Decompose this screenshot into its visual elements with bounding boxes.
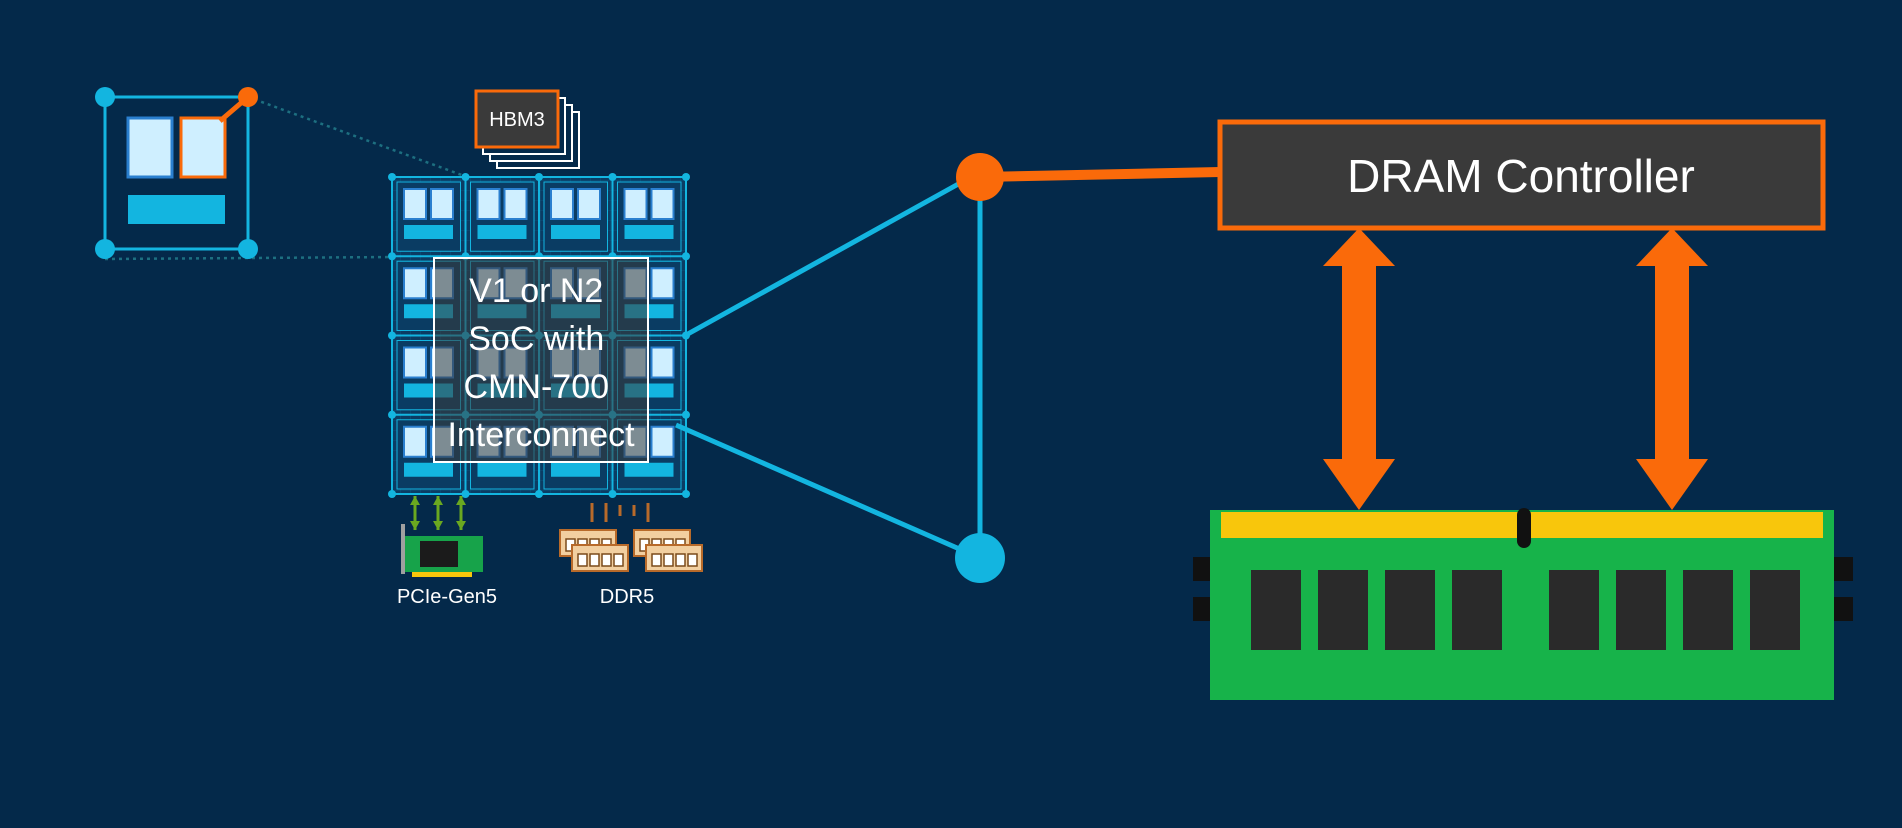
mesh-node xyxy=(608,490,617,498)
mesh-tile xyxy=(617,181,682,252)
core-block xyxy=(577,188,601,220)
mesh-node xyxy=(388,173,396,181)
cache-bar xyxy=(404,225,453,239)
dram-chip xyxy=(1750,570,1800,650)
soc-label-line-2: SoC with xyxy=(468,320,604,358)
core-block xyxy=(650,425,675,458)
hbm3-stack-icon: HBM3 xyxy=(474,89,580,169)
core-block xyxy=(503,188,528,220)
core-block xyxy=(403,188,427,220)
core-block xyxy=(650,346,675,379)
dram-chip xyxy=(1549,570,1599,650)
mesh-node xyxy=(461,490,470,498)
pcie-card-icon: PCIe-Gen5 xyxy=(397,496,497,608)
mesh-node xyxy=(388,490,396,498)
cache-bar xyxy=(624,462,674,477)
cache-bar xyxy=(624,225,674,239)
mesh-node xyxy=(682,173,690,181)
mesh-node xyxy=(461,173,470,181)
bidirectional-arrow-right xyxy=(1636,228,1708,510)
mesh-tile xyxy=(396,181,461,252)
hbm3-label: HBM3 xyxy=(489,109,545,131)
cache-bar xyxy=(404,462,453,477)
dram-chip xyxy=(1616,570,1666,650)
dram-chip xyxy=(1318,570,1368,650)
cache-bar xyxy=(551,225,600,239)
soc-mesh-block: V1 or N2 SoC with CMN-700 Interconnect xyxy=(388,173,690,498)
mesh-tile xyxy=(470,181,535,252)
mesh-node xyxy=(682,490,690,498)
mesh-node xyxy=(388,252,396,261)
link-to-controller xyxy=(979,167,1221,182)
soc-label-line-1: V1 or N2 xyxy=(469,272,603,310)
core-block xyxy=(650,188,675,220)
mesh-node xyxy=(535,490,543,498)
core-block xyxy=(476,188,501,220)
core-block xyxy=(550,188,574,220)
mesh-node xyxy=(682,252,690,261)
dram-chip xyxy=(1683,570,1733,650)
soc-label: V1 or N2 SoC with CMN-700 Interconnect xyxy=(447,272,635,454)
core-block xyxy=(403,425,427,458)
core-block xyxy=(623,188,648,220)
core-block xyxy=(650,267,675,300)
core-block xyxy=(430,188,454,220)
ddr5-module xyxy=(645,544,703,572)
core-block xyxy=(403,267,427,300)
node-top-orange xyxy=(956,153,1004,201)
soc-label-line-4: Interconnect xyxy=(447,416,635,454)
ddr5-modules-icon: DDR5 xyxy=(559,503,703,608)
mesh-node xyxy=(608,173,617,181)
zoom-line-top xyxy=(247,95,471,180)
dram-chip xyxy=(1251,570,1301,650)
core-zoom-icon xyxy=(95,87,258,259)
ddr5-module xyxy=(571,544,629,572)
dram-chip xyxy=(1385,570,1435,650)
soc-label-box xyxy=(433,257,649,463)
mesh-node xyxy=(535,173,543,181)
bidirectional-arrow-left xyxy=(1323,228,1395,510)
cache-bar xyxy=(551,462,600,477)
node-bottom-cyan xyxy=(955,533,1005,583)
dram-module-icon xyxy=(1193,508,1853,700)
soc-label-line-3: CMN-700 xyxy=(464,368,609,406)
core-block xyxy=(403,346,427,379)
dram-chip xyxy=(1452,570,1502,650)
pcie-label: PCIe-Gen5 xyxy=(397,586,497,608)
ddr5-label: DDR5 xyxy=(600,586,654,608)
cache-bar xyxy=(477,462,527,477)
link-soc-bottom xyxy=(674,422,982,561)
mesh-node xyxy=(388,410,396,419)
cache-bar xyxy=(477,225,527,239)
dram-controller: DRAM Controller xyxy=(1217,119,1826,231)
interconnect-links xyxy=(674,153,1221,583)
mesh-node xyxy=(388,331,396,340)
link-soc-top xyxy=(684,169,982,338)
dram-controller-label: DRAM Controller xyxy=(1347,150,1695,202)
mesh-tile xyxy=(543,181,608,252)
mesh-node xyxy=(682,410,690,419)
